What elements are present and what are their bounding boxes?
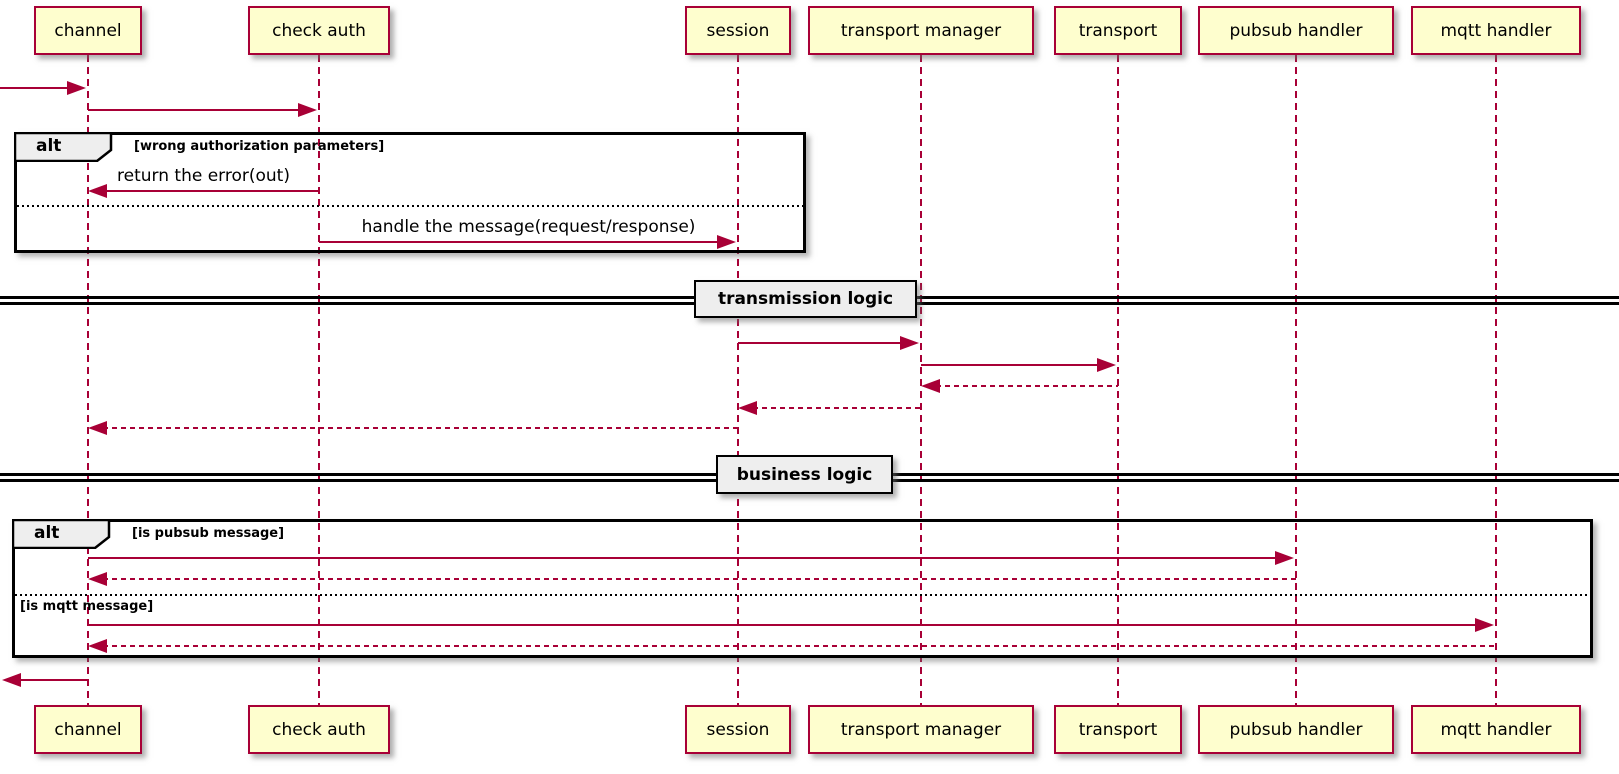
- participant-label: mqtt handler: [1440, 719, 1552, 740]
- message-arrowhead-icon: [921, 379, 940, 393]
- message-line-8: [753, 407, 921, 409]
- participant-top-box-mqtt-handler: mqtt handler: [1411, 6, 1581, 55]
- message-arrowhead-icon: [88, 572, 107, 586]
- participant-top-box-pubsub-handler: pubsub handler: [1198, 6, 1394, 55]
- message-line-12: [88, 624, 1479, 626]
- participant-top-box-transport-manager: transport manager: [808, 6, 1034, 55]
- message-line-3: [103, 190, 319, 192]
- message-line-13: [103, 645, 1496, 647]
- participant-label: pubsub handler: [1229, 20, 1363, 41]
- participant-bottom-box-channel: channel: [34, 705, 142, 754]
- lifeline-check-auth: [318, 55, 320, 706]
- alt-operator-pentagon: [12, 519, 111, 549]
- participant-bottom-box-pubsub-handler: pubsub handler: [1198, 705, 1394, 754]
- message-label: return the error(out): [117, 166, 290, 186]
- alt-else-divider: [15, 594, 1590, 596]
- alt-else-divider: [17, 205, 803, 207]
- alt-operator-label: alt: [34, 523, 60, 543]
- participant-label: channel: [54, 719, 122, 740]
- lifeline-mqtt-handler: [1495, 55, 1497, 706]
- participant-label: session: [706, 719, 770, 740]
- message-arrowhead-icon: [1275, 551, 1294, 565]
- message-arrowhead-icon: [1475, 618, 1494, 632]
- participant-label: transport manager: [840, 20, 1002, 41]
- lifeline-pubsub-handler: [1295, 55, 1297, 706]
- message-line-10: [88, 557, 1279, 559]
- lifeline-channel: [87, 55, 89, 706]
- participant-bottom-box-transport-manager: transport manager: [808, 705, 1034, 754]
- participant-bottom-box-mqtt-handler: mqtt handler: [1411, 705, 1581, 754]
- participant-bottom-box-transport: transport: [1054, 705, 1182, 754]
- section-divider-label: transmission logic: [717, 289, 894, 309]
- message-arrowhead-icon: [1097, 358, 1116, 372]
- alt-else-condition-label: [is mqtt message]: [20, 599, 154, 614]
- participant-bottom-box-session: session: [685, 705, 791, 754]
- message-arrowhead-icon: [717, 235, 736, 249]
- participant-label: check auth: [272, 719, 366, 740]
- message-line-5: [738, 342, 904, 344]
- message-line-1: [0, 87, 71, 89]
- section-divider-label-box: transmission logic: [694, 280, 917, 318]
- message-line-2: [88, 109, 302, 111]
- participant-label: mqtt handler: [1440, 20, 1552, 41]
- participant-top-box-transport: transport: [1054, 6, 1182, 55]
- message-arrowhead-icon: [88, 184, 107, 198]
- message-arrowhead-icon: [67, 81, 86, 95]
- alt-fragment-2: [12, 519, 1593, 658]
- participant-top-box-check-auth: check auth: [248, 6, 390, 55]
- alt-fragment-1: [14, 132, 806, 253]
- participant-top-box-channel: channel: [34, 6, 142, 55]
- participant-label: transport: [1078, 719, 1158, 740]
- lifeline-session: [737, 55, 739, 706]
- message-arrowhead-icon: [2, 673, 21, 687]
- participant-label: check auth: [272, 20, 366, 41]
- message-line-11: [103, 578, 1296, 580]
- participant-bottom-box-check-auth: check auth: [248, 705, 390, 754]
- participant-label: pubsub handler: [1229, 719, 1363, 740]
- message-label: handle the message(request/response): [361, 217, 696, 237]
- alt-condition-label: [wrong authorization parameters]: [134, 139, 385, 154]
- alt-condition-label: [is pubsub message]: [132, 526, 285, 541]
- participant-label: transport: [1078, 20, 1158, 41]
- participant-label: channel: [54, 20, 122, 41]
- message-line-4: [319, 241, 721, 243]
- section-divider-label-box: business logic: [716, 455, 893, 494]
- participant-top-box-session: session: [685, 6, 791, 55]
- message-arrowhead-icon: [88, 421, 107, 435]
- message-arrowhead-icon: [88, 639, 107, 653]
- participant-label: transport manager: [840, 719, 1002, 740]
- message-arrowhead-icon: [738, 401, 757, 415]
- section-divider-label: business logic: [736, 464, 873, 485]
- message-line-6: [921, 364, 1101, 366]
- alt-operator-pentagon: [14, 132, 113, 162]
- message-line-14: [17, 679, 88, 681]
- message-line-7: [936, 385, 1118, 387]
- lifeline-transport: [1117, 55, 1119, 706]
- participant-label: session: [706, 20, 770, 41]
- message-line-9: [103, 427, 738, 429]
- alt-operator-label: alt: [36, 136, 62, 156]
- message-arrowhead-icon: [900, 336, 919, 350]
- message-arrowhead-icon: [298, 103, 317, 117]
